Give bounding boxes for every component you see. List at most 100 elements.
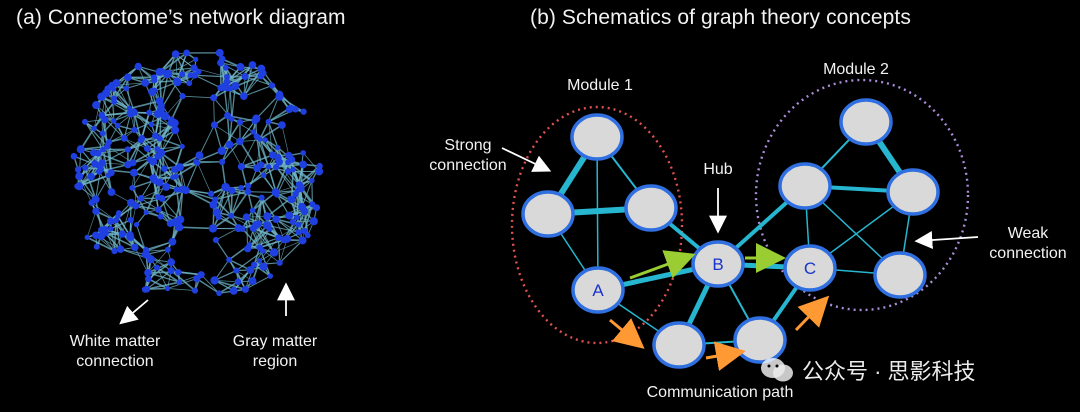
gray-matter-label: Gray matter region [232, 333, 318, 370]
brain-edge [275, 184, 300, 193]
brain-node [298, 236, 307, 245]
brain-node [112, 79, 121, 88]
brain-node [193, 56, 199, 62]
brain-node [164, 285, 171, 292]
brain-node [91, 160, 99, 168]
brain-node [97, 165, 105, 173]
brain-edge [151, 124, 176, 131]
connectome-brain [70, 48, 324, 297]
brain-node [91, 125, 97, 132]
brain-node [236, 62, 245, 71]
brain-node [260, 172, 267, 179]
brain-node [237, 162, 246, 171]
brain-node [124, 160, 132, 169]
graph-node [733, 316, 787, 364]
brain-edge [145, 241, 173, 252]
brain-edge [214, 259, 230, 281]
brain-node [295, 221, 302, 228]
brain-edge [84, 121, 108, 147]
brain-edge [86, 211, 97, 238]
brain-node [212, 236, 219, 243]
brain-edge [241, 154, 273, 168]
brain-edge [236, 250, 264, 271]
brain-node [88, 199, 95, 206]
brain-edge [100, 96, 115, 122]
brain-node [224, 73, 230, 80]
brain-node [216, 290, 222, 297]
brain-node [124, 73, 132, 82]
brain-edge [97, 152, 129, 166]
brain-edge [244, 75, 273, 87]
brain-node [163, 70, 171, 79]
brain-node [134, 62, 142, 71]
brain-edge [148, 80, 155, 113]
brain-node [313, 204, 321, 212]
brain-node [252, 221, 260, 229]
brain-node [98, 226, 105, 233]
brain-edge [231, 118, 254, 133]
brain-edge [78, 174, 109, 188]
brain-edge [214, 279, 246, 291]
brain-node [150, 74, 158, 81]
brain-node [236, 119, 244, 126]
brain-node [210, 276, 219, 285]
brain-node [175, 269, 182, 276]
brain-node [263, 212, 272, 221]
brain-node [87, 172, 95, 181]
brain-node [210, 121, 218, 129]
brain-node [145, 275, 152, 283]
brain-node [106, 217, 115, 225]
brain-node [294, 187, 301, 194]
brain-node [285, 211, 294, 220]
brain-edge [175, 53, 195, 69]
brain-node [272, 215, 280, 224]
brain-node [194, 160, 201, 166]
brain-node [253, 164, 261, 173]
brain-node [248, 61, 257, 69]
brain-edge [131, 159, 150, 189]
brain-node [171, 166, 178, 173]
brain-node [179, 93, 186, 100]
brain-node [160, 165, 168, 173]
brain-node [222, 64, 229, 71]
brain-edge [86, 236, 115, 252]
module1-ring [510, 105, 684, 345]
brain-node [166, 219, 175, 228]
brain-node [173, 186, 180, 193]
brain-edge [133, 129, 158, 150]
brain-node [223, 184, 231, 192]
brain-node [191, 287, 199, 294]
brain-node [143, 209, 149, 216]
node-c-label: C [804, 259, 816, 278]
brain-node [178, 185, 187, 194]
weak-connection-label: Weak connection [989, 225, 1067, 262]
brain-node [295, 229, 302, 236]
brain-node [238, 185, 244, 191]
brain-edge [135, 205, 159, 211]
brain-edge [185, 189, 214, 206]
brain-edge [174, 189, 184, 223]
brain-edge [241, 136, 258, 167]
brain-edge [123, 113, 132, 139]
brain-edge [239, 140, 258, 169]
brain-edge [127, 77, 130, 109]
brain-node [309, 177, 315, 184]
brain-edge [195, 150, 223, 163]
brain-edge [120, 248, 146, 255]
brain-edge [145, 182, 161, 213]
brain-node [148, 87, 157, 96]
brain-node [99, 130, 106, 137]
brain-node [228, 187, 236, 195]
brain-edge [266, 224, 299, 233]
brain-node [179, 71, 186, 78]
brain-node [265, 164, 272, 170]
brain-node [299, 160, 308, 169]
brain-edge [161, 198, 181, 220]
brain-node [256, 258, 263, 264]
brain-edge [135, 178, 154, 206]
graph-node [570, 113, 624, 161]
brain-edge [178, 271, 202, 276]
brain-node [304, 232, 311, 239]
brain-edge [185, 162, 199, 191]
brain-edge [275, 166, 296, 195]
